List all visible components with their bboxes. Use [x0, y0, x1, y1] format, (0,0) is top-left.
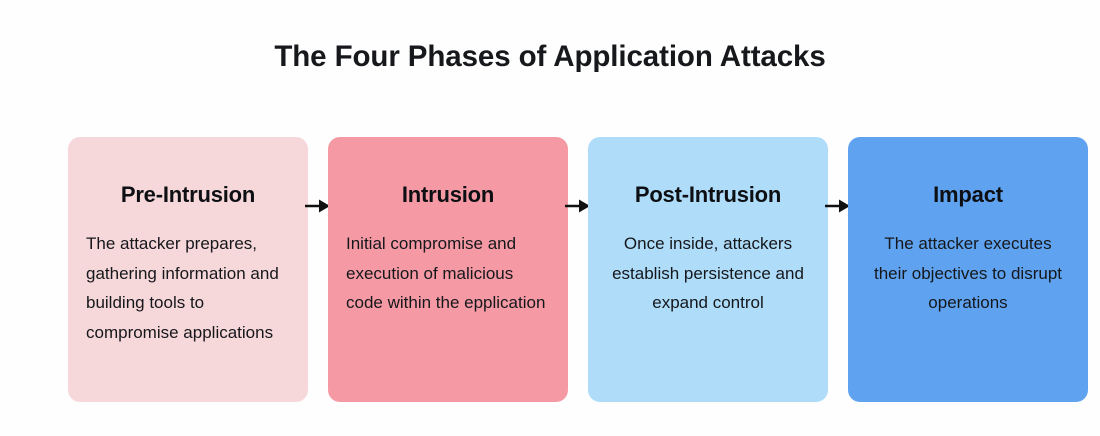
- phase-title: Intrusion: [401, 182, 495, 207]
- phase-card-post-intrusion[interactable]: Post-Intrusion Once inside, attackers es…: [588, 137, 828, 402]
- phase-description: Once inside, attackers establish persist…: [612, 234, 804, 312]
- phase-card-intrusion[interactable]: Intrusion Initial compromise and executi…: [328, 137, 568, 402]
- arrow-right-icon: [565, 199, 590, 213]
- phase-description: The attacker executes their objectives t…: [873, 234, 1063, 312]
- connector-1: [305, 137, 330, 402]
- arrow-right-icon: [305, 199, 330, 213]
- phase-flow: Pre-Intrusion The attacker prepares, gat…: [68, 137, 1088, 402]
- phase-title: Post-Intrusion: [634, 182, 782, 207]
- phase-card-pre-intrusion[interactable]: Pre-Intrusion The attacker prepares, gat…: [68, 137, 308, 402]
- connector-2: [565, 137, 590, 402]
- phase-title: Pre-Intrusion: [120, 182, 256, 207]
- phase-description: The attacker prepares, gathering informa…: [86, 234, 279, 342]
- connector-3: [825, 137, 850, 402]
- arrow-right-icon: [825, 199, 850, 213]
- phase-card-impact[interactable]: Impact The attacker executes their objec…: [848, 137, 1088, 402]
- phase-description: Initial compromise and execution of mali…: [346, 234, 546, 312]
- page-title: The Four Phases of Application Attacks: [274, 40, 826, 73]
- phase-title: Impact: [933, 182, 1003, 207]
